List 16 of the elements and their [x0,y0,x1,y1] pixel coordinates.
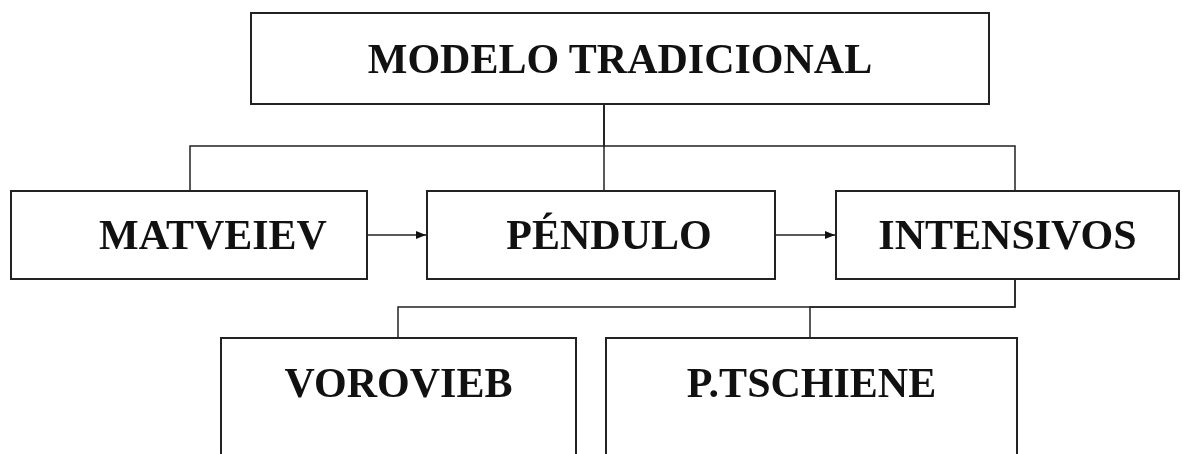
node-box [250,12,990,105]
node-label: PÉNDULO [506,214,712,256]
node-box [835,190,1180,280]
node-box [220,337,577,454]
node-box [605,337,1018,454]
node-label: P.TSCHIENE [686,362,937,404]
node-label: MATVEIEV [99,214,327,256]
connector-line [809,279,1016,338]
node-label: VOROVIEB [284,362,513,404]
node-label: INTENSIVOS [878,214,1137,256]
node-box [426,190,776,280]
arrow [775,231,836,239]
node-label: MODELO TRADICIONAL [367,37,873,80]
node-box [10,190,368,280]
arrow [367,231,427,239]
connector-line [603,104,1016,191]
